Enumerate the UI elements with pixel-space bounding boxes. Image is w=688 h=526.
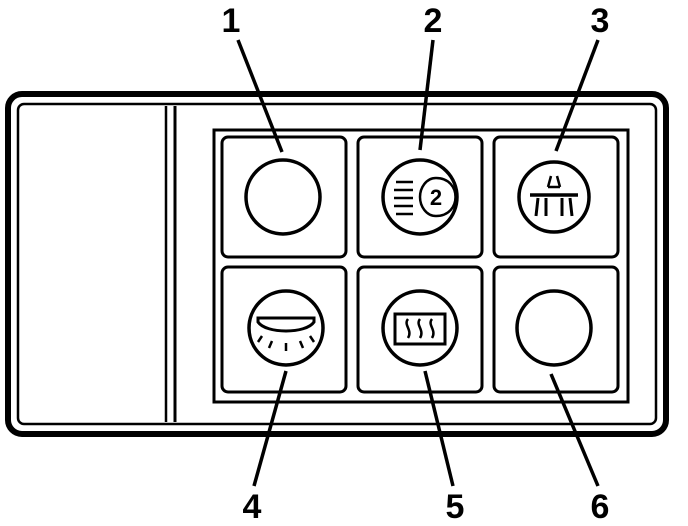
work-lights-icon: [517, 160, 591, 234]
callout-5: 5: [446, 488, 465, 526]
panel-housing: [5, 91, 669, 437]
leader-line-6: [549, 373, 600, 487]
callout-4: 4: [243, 488, 262, 526]
blank-lamp-icon: [515, 289, 593, 367]
callout-2: 2: [424, 2, 443, 40]
rear-window-defrost-icon: [381, 289, 459, 367]
switch-4-button[interactable]: [220, 265, 348, 394]
switch-1-button[interactable]: [220, 135, 348, 259]
headlamp-range-icon: 2: [381, 158, 459, 236]
callout-1: 1: [222, 2, 241, 40]
headlamp-range-badge: 2: [430, 185, 442, 210]
leader-line-1: [236, 39, 284, 153]
leader-lines: [236, 39, 600, 487]
blank-panel-section: [164, 106, 177, 422]
leader-line-5: [423, 370, 455, 487]
leader-line-3: [554, 39, 600, 152]
switch-6-button[interactable]: [492, 265, 620, 394]
switch-2-button[interactable]: 2: [356, 135, 484, 259]
switch-5-button[interactable]: [356, 265, 484, 394]
blank-lamp-icon: [244, 158, 322, 236]
leader-line-4: [252, 370, 288, 487]
callout-6: 6: [591, 488, 610, 526]
switch-3-button[interactable]: [492, 135, 620, 259]
callout-3: 3: [591, 2, 610, 40]
interior-dome-light-icon: [247, 289, 325, 367]
leader-line-2: [418, 39, 435, 151]
